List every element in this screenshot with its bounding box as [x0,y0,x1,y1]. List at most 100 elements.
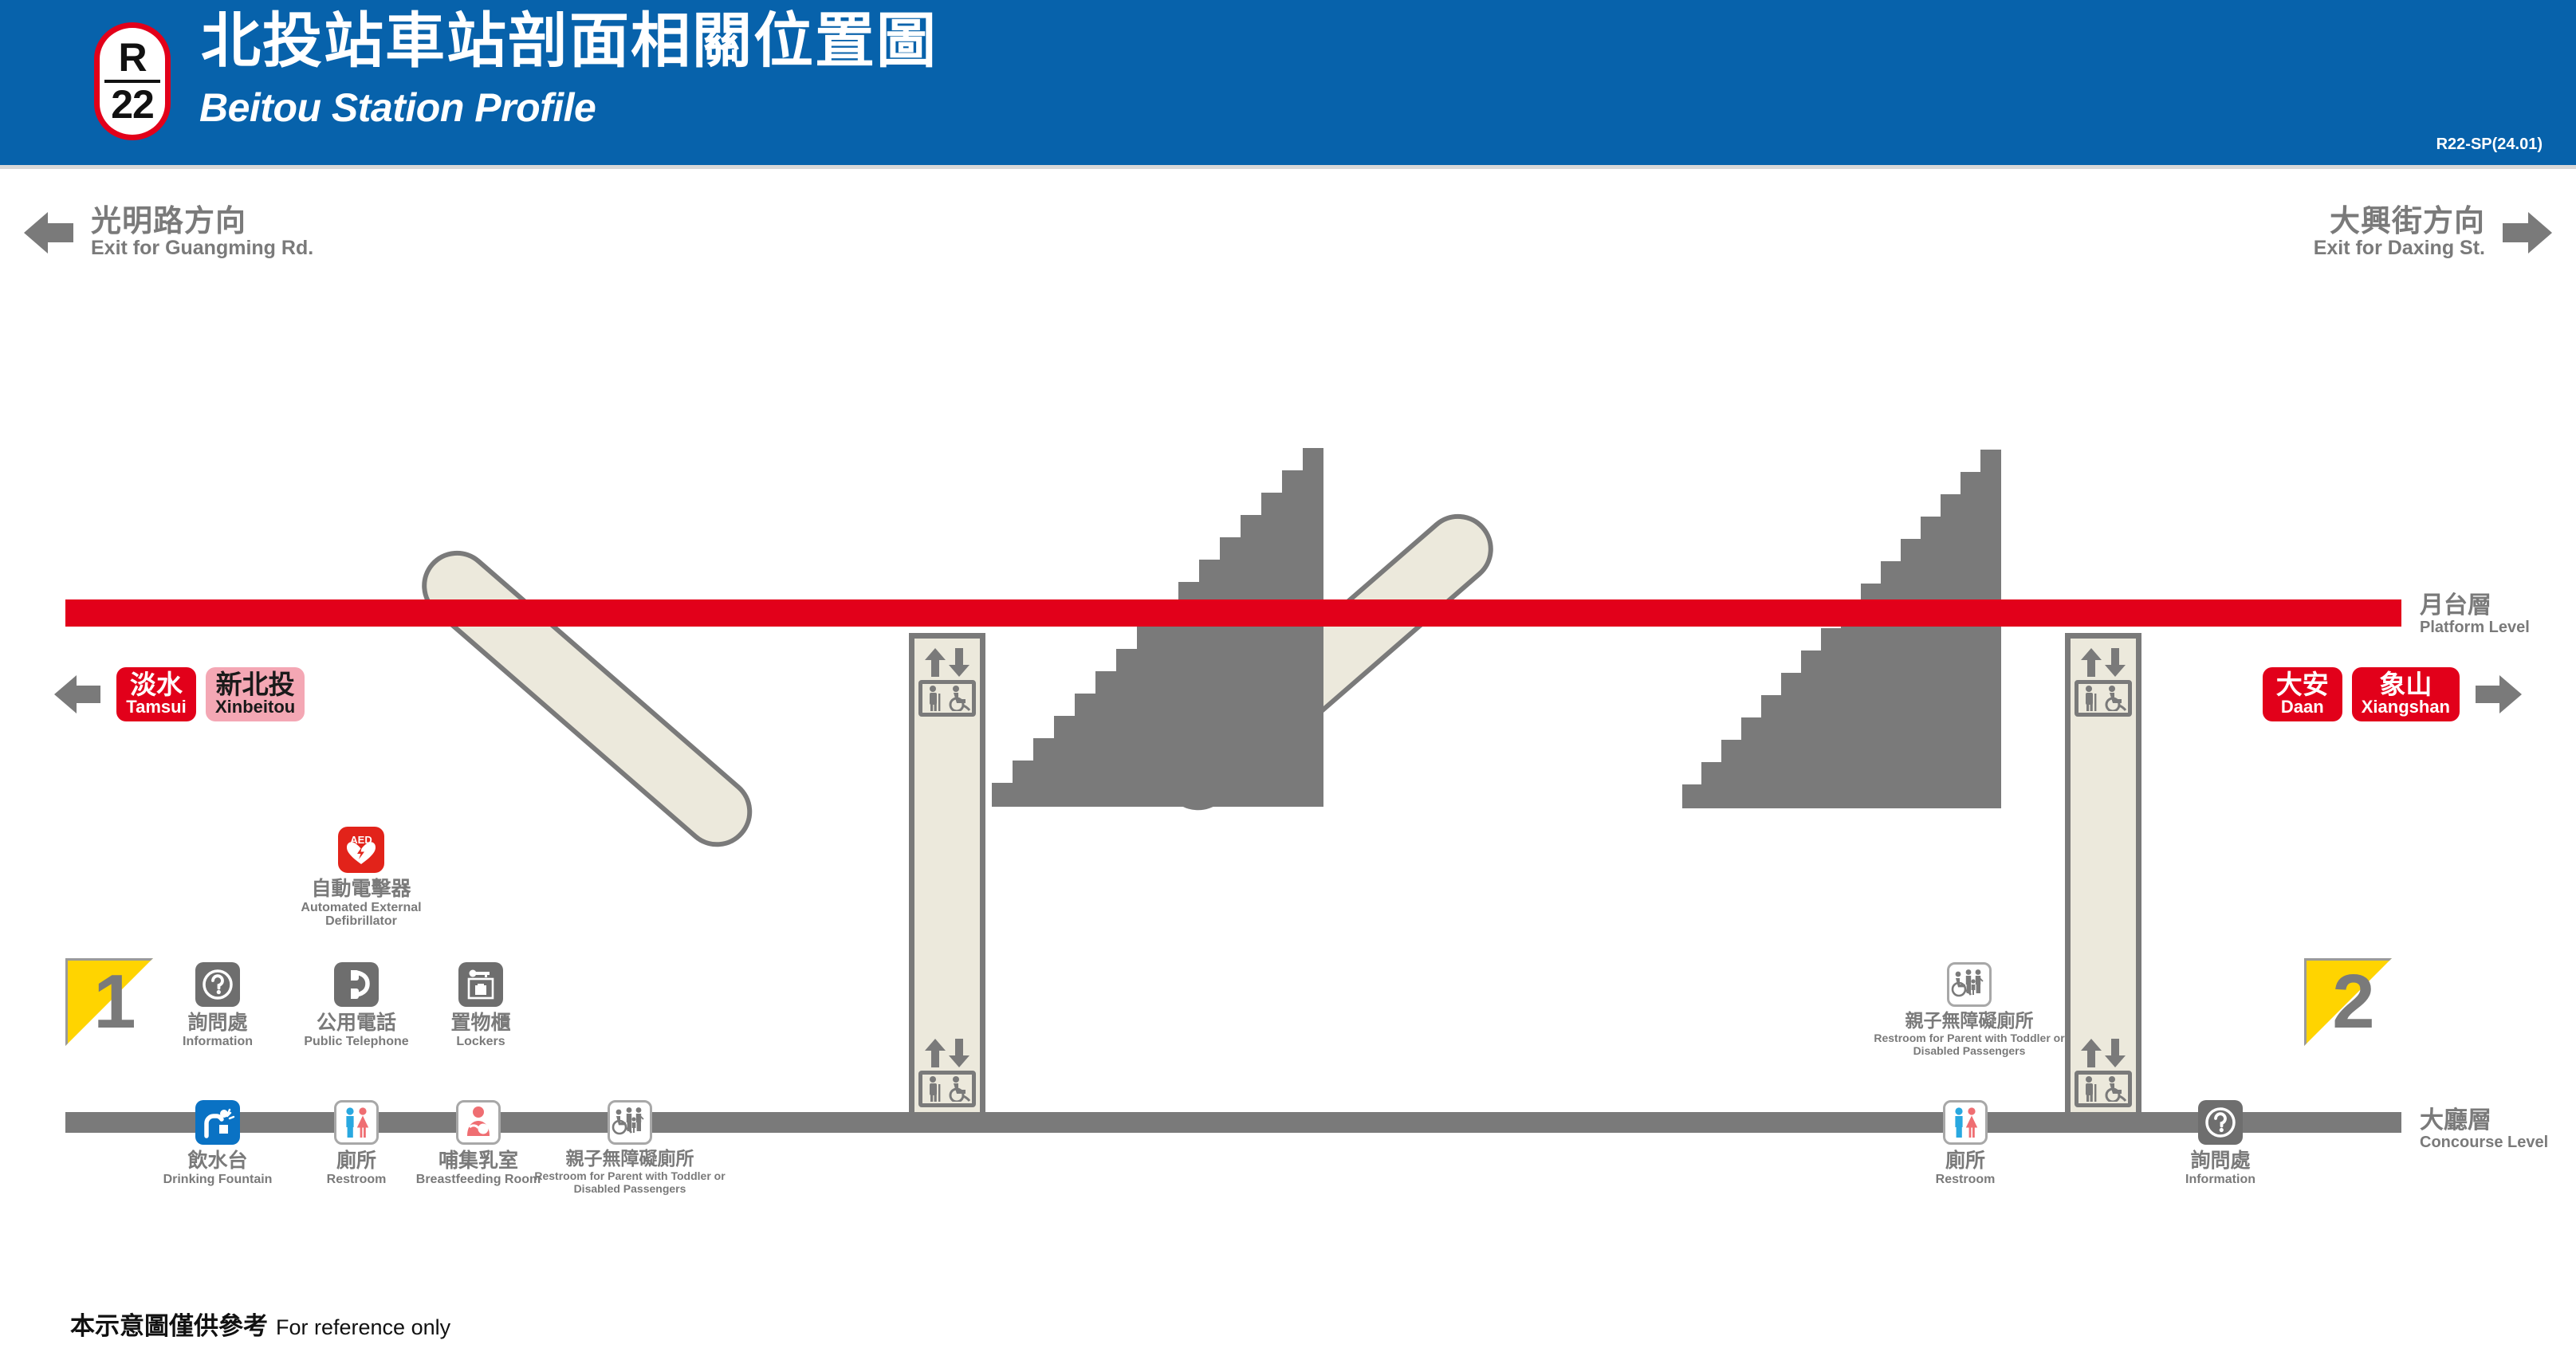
station-code-divider [104,80,160,83]
elevator-accessible-icon [918,680,976,717]
exit-right-label-en: Exit for Daxing St. [2313,236,2485,259]
exit-direction-right: 大興街方向 Exit for Daxing St. [2313,203,2552,259]
facility-aed-zh: 自動電擊器 [311,877,411,900]
exit-left-label-zh: 光明路方向 [91,203,247,238]
facility-lockers-en: Lockers [456,1034,505,1048]
exit-direction-left: 光明路方向 Exit for Guangming Rd. [24,203,314,259]
exit-marker-1: 1 [65,958,153,1046]
elevator-right [2065,633,2141,1121]
reference-code: R22-SP(24.01) [2436,136,2543,153]
station-code-letter: R [118,35,147,80]
svg-text:AED: AED [350,834,372,846]
destination-group-left: 淡水 Tamsui 新北投 Xinbeitou [54,667,309,722]
elevator-accessible-icon [2075,680,2132,717]
platform-level-bar [65,599,2401,627]
exit-left-label-en: Exit for Guangming Rd. [91,236,314,259]
facility-restroom-left: 廁所 Restroom [281,1100,432,1186]
destination-xinbeitou-zh: 新北投 [215,669,295,700]
station-profile-diagram: 月台層 Platform Level 大廳層 Concourse Level 淡… [0,169,2576,1356]
elevator-accessible-icon [2075,1071,2132,1107]
destination-tamsui-zh: 淡水 [130,669,183,700]
exit-right-label-zh: 大興街方向 [2329,203,2485,238]
facility-information-right-en: Information [2185,1172,2255,1186]
facility-information-left-en: Information [183,1034,253,1048]
destination-group-right: 大安 Daan 象山 Xiangshan [2258,667,2522,722]
elevator-sign-bottom [918,1037,976,1107]
platform-level-label-en: Platform Level [2420,618,2530,636]
elevator-sign-bottom [2075,1037,2132,1107]
facility-accessible-restroom-left-zh: 親子無障礙廁所 [565,1149,694,1169]
destination-xiangshan-zh: 象山 [2379,669,2432,700]
information-icon [195,962,240,1007]
footer-note: 本示意圖僅供參考 For reference only [70,1306,450,1342]
up-down-arrows-icon [918,1037,976,1069]
facility-accessible-restroom-right-en: Restroom for Parent with Toddler or Disa… [1874,1032,2065,1057]
facility-public-telephone-zh: 公用電話 [316,1011,396,1034]
elevator-sign-top [2075,647,2132,717]
concourse-level-label-en: Concourse Level [2420,1133,2549,1151]
page-title-en: Beitou Station Profile [199,85,596,130]
footer-note-en: For reference only [276,1315,451,1339]
stairs-right [1682,450,2001,808]
destination-tamsui-en: Tamsui [126,697,187,717]
header-divider [0,165,2576,169]
public-telephone-icon [334,962,379,1007]
facility-restroom-right-en: Restroom [1935,1172,1996,1186]
up-down-arrows-icon [2075,647,2132,678]
facility-breastfeeding-room-en: Breastfeeding Room [415,1172,541,1186]
exit-marker-2: 2 [2304,958,2392,1046]
facility-restroom-right: 廁所 Restroom [1890,1100,2041,1186]
right-arrow-icon [2503,211,2552,254]
destination-daan-zh: 大安 [2275,669,2329,700]
destination-badge-daan: 大安 Daan [2262,667,2342,722]
station-code-number: 22 [111,82,155,127]
concourse-level-label-zh: 大廳層 [2420,1106,2491,1134]
facility-restroom-left-zh: 廁所 [336,1149,376,1172]
exit-marker-1-number: 1 [93,959,136,1044]
escalator-left [407,536,767,862]
left-arrow-icon [24,211,73,254]
facility-lockers: 置物櫃 Lockers [405,962,556,1048]
lockers-icon [458,962,503,1007]
stairs-middle [992,448,1323,807]
facility-restroom-right-zh: 廁所 [1945,1149,1985,1172]
accessible-family-restroom-icon [1947,962,1992,1007]
facility-accessible-restroom-left: 親子無障礙廁所 Restroom for Parent with Toddler… [534,1100,726,1196]
restroom-icon [1943,1100,1988,1145]
facility-lockers-zh: 置物櫃 [450,1011,511,1034]
facility-aed-en: Automated External Defibrillator [301,900,422,929]
facility-information-right-zh: 詢問處 [2190,1149,2251,1172]
facility-public-telephone: 公用電話 Public Telephone [281,962,432,1048]
up-down-arrows-icon [2075,1037,2132,1069]
platform-level-label: 月台層 Platform Level [2420,593,2530,636]
destination-badge-xinbeitou: 新北投 Xinbeitou [206,667,305,722]
facility-accessible-restroom-left-en: Restroom for Parent with Toddler or Disa… [534,1169,726,1195]
breastfeeding-room-icon [456,1100,501,1145]
station-code-badge: R 22 [94,22,171,140]
destination-xiangshan-en: Xiangshan [2361,697,2450,717]
destination-daan-en: Daan [2280,697,2324,717]
facility-restroom-left-en: Restroom [326,1172,387,1186]
elevator-accessible-icon [918,1071,976,1107]
facility-public-telephone-en: Public Telephone [304,1034,409,1048]
facility-information-left-zh: 詢問處 [187,1011,248,1034]
facility-accessible-restroom-right-zh: 親子無障礙廁所 [1905,1011,2034,1032]
page-header: R 22 北投站車站剖面相關位置圖 Beitou Station Profile… [0,0,2576,165]
accessible-family-restroom-icon [608,1100,652,1145]
facility-breastfeeding-room: 哺集乳室 Breastfeeding Room [403,1100,554,1186]
facility-aed: AED 自動電擊器 Automated External Defibrillat… [285,827,437,929]
concourse-level-label: 大廳層 Concourse Level [2420,1108,2548,1151]
concourse-level-bar [65,1112,2401,1133]
facility-drinking-fountain-zh: 飲水台 [187,1149,248,1172]
facility-information-right: 詢問處 Information [2145,1100,2296,1186]
platform-level-label-zh: 月台層 [2420,592,2491,619]
destination-badge-tamsui: 淡水 Tamsui [116,667,196,722]
facility-accessible-restroom-right: 親子無障礙廁所 Restroom for Parent with Toddler… [1866,962,2073,1058]
drinking-fountain-icon [195,1100,240,1145]
aed-icon: AED [338,827,384,873]
right-arrow-icon [2476,675,2522,714]
destination-xinbeitou-en: Xinbeitou [215,697,296,717]
facility-breastfeeding-room-zh: 哺集乳室 [438,1149,518,1172]
page-title-zh: 北投站車站剖面相關位置圖 [201,6,938,76]
footer-note-zh: 本示意圖僅供參考 [70,1312,268,1341]
